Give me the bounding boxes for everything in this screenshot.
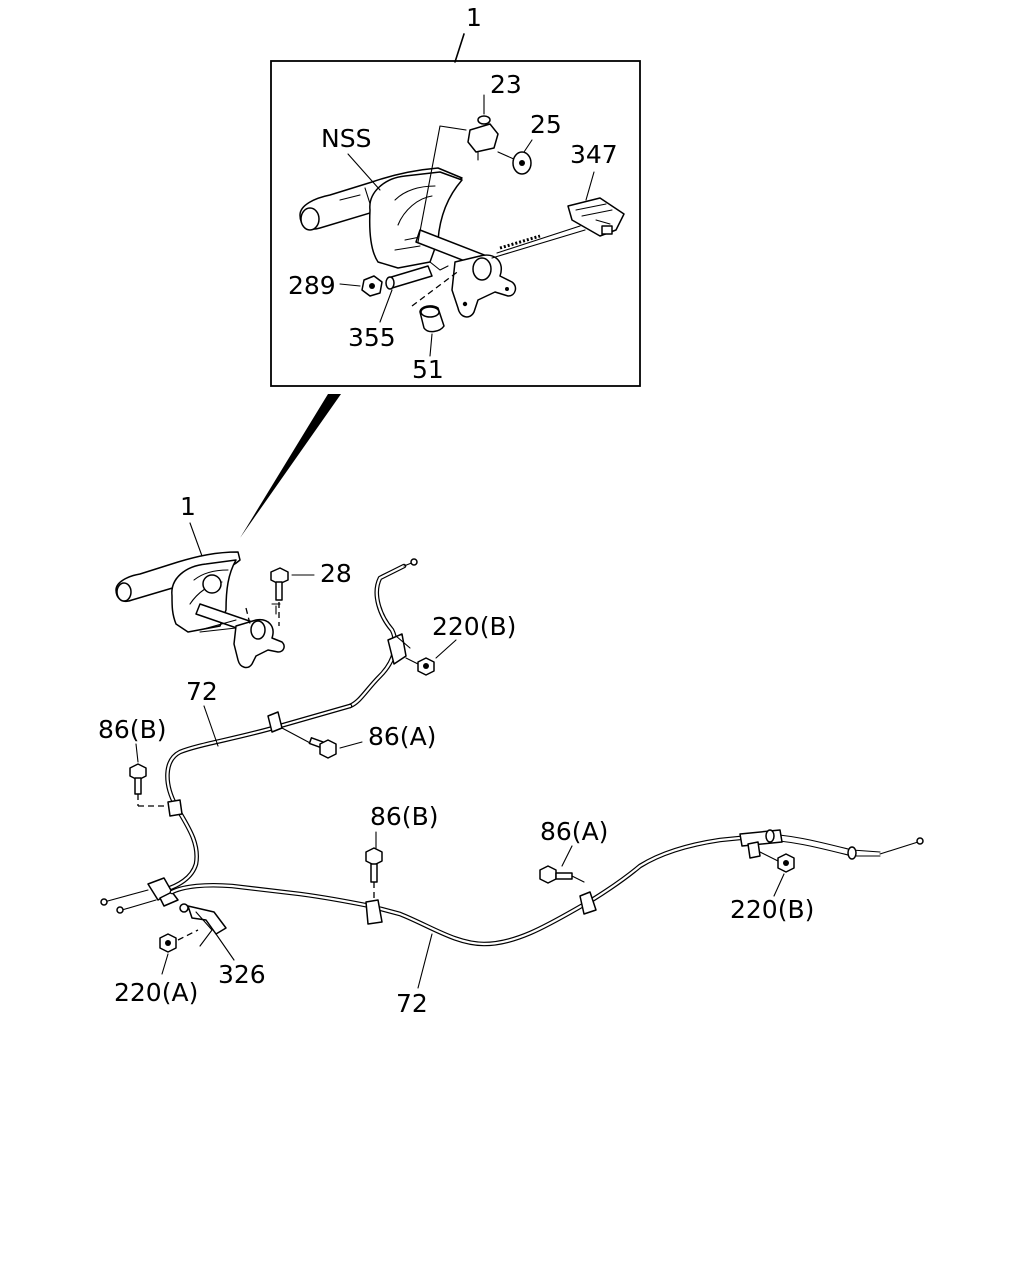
part-86a-right-bolt: [539, 845, 585, 884]
label-23: 23: [490, 70, 522, 99]
label-72-lower: 72: [396, 989, 428, 1018]
label-289: 289: [288, 271, 336, 300]
part-86a-upper-bolt: [281, 727, 363, 759]
label-51: 51: [412, 355, 444, 384]
rear-cable-72: [169, 829, 924, 947]
label-220a: 220(A): [114, 978, 198, 1007]
lever-assembly-main: [115, 551, 285, 669]
part-326-clip: [179, 903, 235, 961]
label-72-upper: 72: [186, 677, 218, 706]
label-347: 347: [570, 140, 618, 169]
part-220b-right-nut: [759, 851, 795, 897]
lever-assembly-detail: [299, 167, 586, 318]
part-289-nut: [339, 275, 383, 297]
label-86b-left: 86(B): [98, 715, 166, 744]
label-326: 326: [218, 960, 266, 989]
label-nss: NSS: [321, 124, 371, 153]
part-86b-left-bolt: [129, 763, 147, 806]
part-220b-upper-nut: [405, 639, 457, 676]
inset-frame: [270, 60, 641, 387]
label-355: 355: [348, 323, 396, 352]
label-220b-upper: 220(B): [432, 612, 516, 641]
part-86b-mid-bolt: [365, 847, 383, 902]
part-355-spacer: [379, 265, 433, 323]
part-347-adjuster: [567, 171, 625, 237]
label-25: 25: [530, 110, 562, 139]
callout-1-top: 1: [466, 3, 482, 32]
label-220b-right: 220(B): [730, 895, 814, 924]
label-86a-upper: 86(A): [368, 722, 436, 751]
label-28: 28: [320, 559, 352, 588]
part-23-clip: [467, 94, 499, 161]
part-28-bolt: [270, 567, 315, 626]
part-25-screw: [497, 139, 533, 175]
detail-inset: 1: [270, 3, 641, 387]
label-86b-mid: 86(B): [370, 802, 438, 831]
part-51-bushing: [411, 269, 461, 357]
callout-1-lower: 1: [180, 492, 196, 521]
label-86a-right: 86(A): [540, 817, 608, 846]
part-220a-nut: [159, 929, 199, 975]
equalizer-and-cable-ends: [100, 877, 179, 914]
detail-pointer-wedge: [240, 394, 341, 538]
